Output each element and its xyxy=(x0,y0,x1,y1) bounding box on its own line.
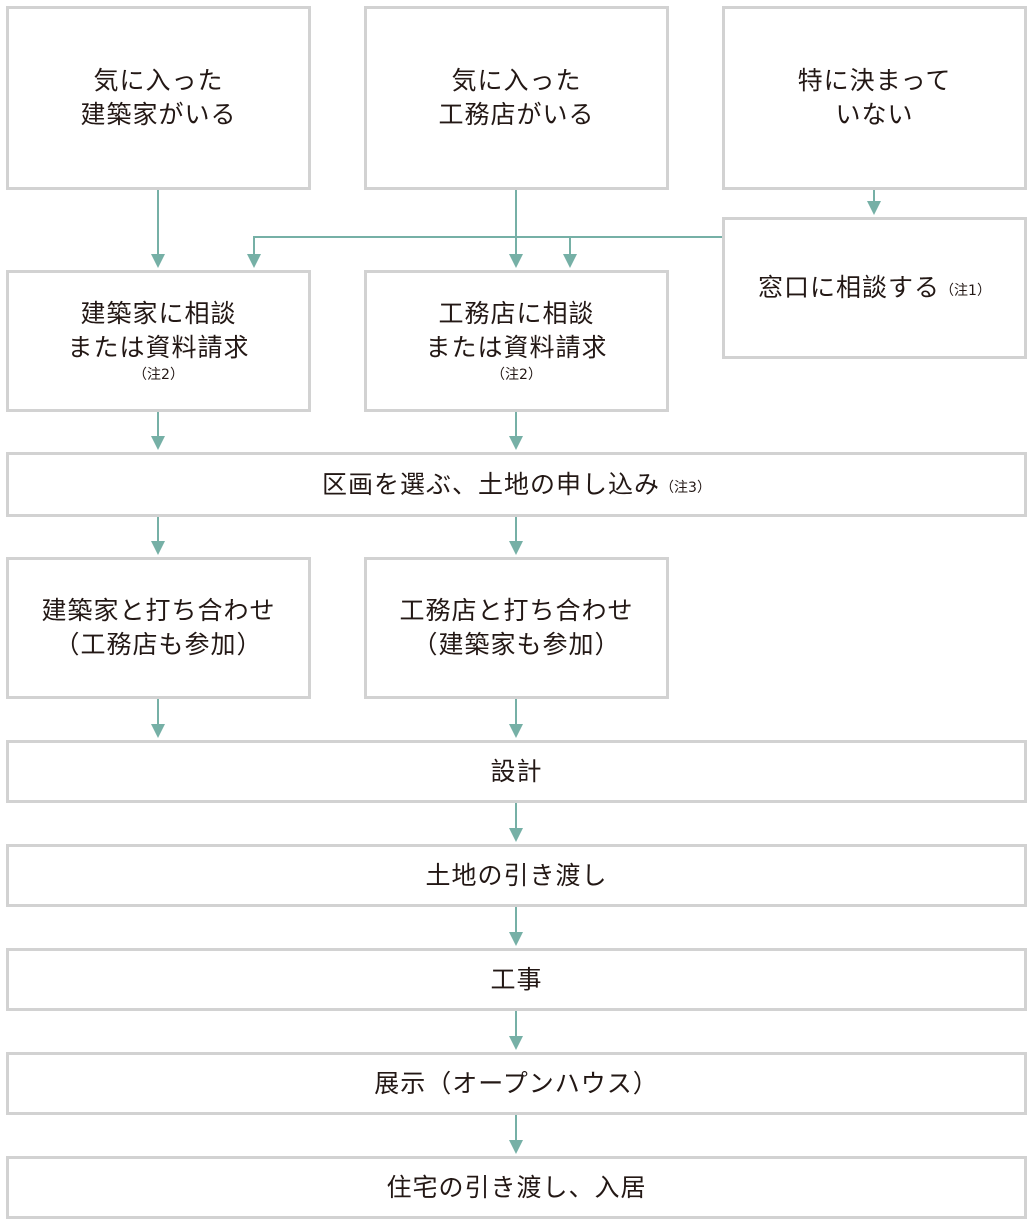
arrow-lot-to-meeting-architect-head xyxy=(151,541,165,555)
consult-window-text: 窓口に相談する xyxy=(758,273,941,302)
start-undecided-line1: 特に決まって xyxy=(797,66,952,95)
consult-architect-note: （注2） xyxy=(133,367,184,383)
step-construction-text: 工事 xyxy=(490,964,543,994)
arrow-consult-builder-to-lot-head xyxy=(509,436,523,450)
meeting-builder-line1: 工務店と打ち合わせ xyxy=(399,596,634,625)
arrow-undecided-to-window-head xyxy=(867,201,881,215)
start-undecided-box: 特に決まって いない xyxy=(722,6,1027,190)
meeting-builder-line2: （建築家も参加） xyxy=(412,630,621,659)
arrow-builder-to-consult-head xyxy=(509,254,523,268)
consult-architect-line1: 建築家に相談 xyxy=(80,299,237,328)
lot-application-box: 区画を選ぶ、土地の申し込み（注3） xyxy=(6,452,1027,517)
consult-architect-box: 建築家に相談 または資料請求 （注2） xyxy=(6,270,311,412)
step-land-handover-box: 土地の引き渡し xyxy=(6,844,1027,907)
step-open-house-text: 展示（オープンハウス） xyxy=(374,1068,659,1098)
meeting-architect-line1: 建築家と打ち合わせ xyxy=(41,596,276,625)
branch-window-to-architect-head xyxy=(247,254,261,268)
arrow-consult-architect-to-lot-head xyxy=(151,436,165,450)
start-builder-line2: 工務店がいる xyxy=(438,100,595,129)
step-land-handover-text: 土地の引き渡し xyxy=(425,860,608,890)
arrow-meeting-architect-to-design-head xyxy=(151,724,165,738)
meeting-architect-box: 建築家と打ち合わせ （工務店も参加） xyxy=(6,557,311,699)
consult-builder-line1: 工務店に相談 xyxy=(438,299,595,328)
consult-builder-line2: または資料請求 xyxy=(425,333,608,362)
step-construction-box: 工事 xyxy=(6,948,1027,1011)
branch-window-to-architect-line xyxy=(253,236,722,256)
meeting-builder-box: 工務店と打ち合わせ （建築家も参加） xyxy=(364,557,669,699)
consult-window-box: 窓口に相談する（注1） xyxy=(722,217,1027,359)
start-architect-line2: 建築家がいる xyxy=(80,100,237,129)
lot-application-note: （注3） xyxy=(660,479,711,496)
branch-window-to-builder-head xyxy=(563,254,577,268)
arrow-meeting-builder-to-design-head xyxy=(509,724,523,738)
step-open-house-box: 展示（オープンハウス） xyxy=(6,1052,1027,1115)
arrow-construction-to-open-house-head xyxy=(509,1036,523,1050)
arrow-lot-to-meeting-builder-head xyxy=(509,541,523,555)
start-builder-line1: 気に入った xyxy=(451,66,582,95)
consult-architect-line2: または資料請求 xyxy=(67,333,250,362)
arrow-open-house-to-house-handover-head xyxy=(509,1140,523,1154)
step-house-handover-box: 住宅の引き渡し、入居 xyxy=(6,1156,1027,1219)
arrow-design-to-land-handover-head xyxy=(509,828,523,842)
step-design-text: 設計 xyxy=(490,756,543,786)
step-design-box: 設計 xyxy=(6,740,1027,803)
consult-window-note: （注1） xyxy=(940,283,991,299)
meeting-architect-line2: （工務店も参加） xyxy=(54,630,263,659)
start-architect-line1: 気に入った xyxy=(93,66,224,95)
consult-builder-box: 工務店に相談 または資料請求 （注2） xyxy=(364,270,669,412)
start-undecided-line2: いない xyxy=(835,100,914,129)
start-architect-box: 気に入った 建築家がいる xyxy=(6,6,311,190)
arrow-land-handover-to-construction-head xyxy=(509,932,523,946)
start-builder-box: 気に入った 工務店がいる xyxy=(364,6,669,190)
consult-builder-note: （注2） xyxy=(491,367,542,383)
lot-application-text: 区画を選ぶ、土地の申し込み xyxy=(322,469,661,499)
step-house-handover-text: 住宅の引き渡し、入居 xyxy=(386,1172,647,1202)
arrow-architect-to-consult-head xyxy=(151,254,165,268)
